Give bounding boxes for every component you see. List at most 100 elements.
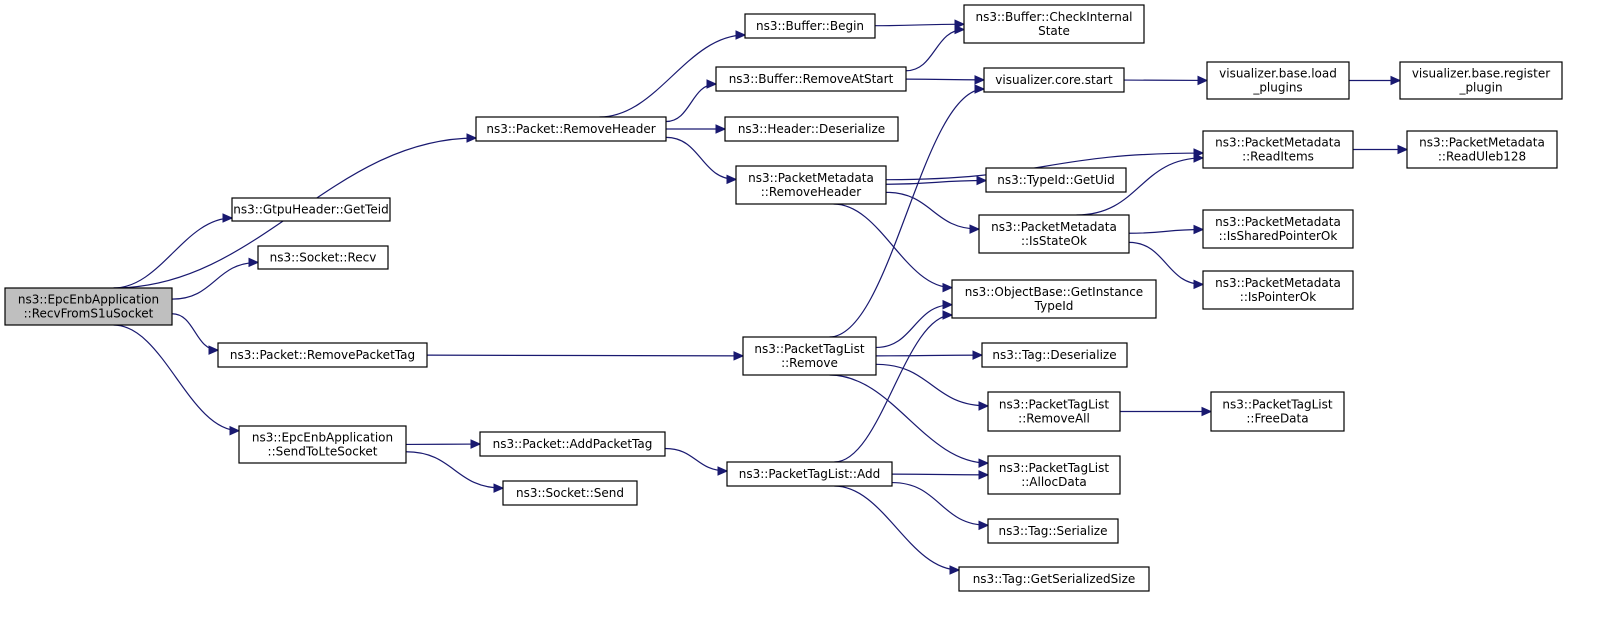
function-box: [475, 116, 667, 142]
function-label: ns3::PacketMetadata: [991, 220, 1117, 234]
function-box: [502, 480, 638, 506]
function-box: [1210, 391, 1345, 432]
call-edge-root-to-sendtolte: [113, 324, 241, 436]
function-node-vizstart[interactable]: visualizer.core.start: [983, 67, 1125, 93]
function-node-recv[interactable]: ns3::Socket::Recv: [257, 245, 389, 270]
function-node-removepackettag[interactable]: ns3::Packet::RemovePacketTag: [217, 342, 428, 368]
function-node-pmreaditems[interactable]: ns3::PacketMetadata::ReadItems: [1202, 130, 1354, 169]
function-label: ns3::Socket::Send: [516, 486, 624, 500]
function-node-pmshared[interactable]: ns3::PacketMetadata::IsSharedPointerOk: [1202, 209, 1354, 249]
function-node-pmstateok[interactable]: ns3::PacketMetadata::IsStateOk: [978, 214, 1130, 254]
function-label: visualizer.base.load: [1219, 67, 1337, 81]
call-edge-ptladd-to-getinst: [834, 310, 954, 463]
function-node-pmuleb[interactable]: ns3::PacketMetadata::ReadUleb128: [1406, 130, 1558, 169]
function-label: ns3::Header::Deserialize: [738, 122, 885, 136]
function-label: ns3::PacketMetadata: [1419, 136, 1545, 150]
call-edge-sendtolte-to-addpackettag: [405, 439, 482, 449]
function-box: [479, 431, 666, 457]
function-label: ns3::Tag::Deserialize: [992, 348, 1116, 362]
function-label: ::RemoveAll: [1018, 412, 1090, 426]
function-box: [963, 4, 1145, 44]
function-label: _plugins: [1252, 81, 1302, 95]
function-box: [724, 116, 899, 142]
function-box: [217, 342, 428, 368]
function-box: [958, 566, 1150, 592]
function-node-addpackettag[interactable]: ns3::Packet::AddPacketTag: [479, 431, 666, 457]
function-label: ns3::PacketMetadata: [1215, 136, 1341, 150]
call-edge-ptlremove-to-tagdeser: [875, 350, 984, 360]
function-node-getuid[interactable]: ns3::TypeId::GetUid: [985, 167, 1127, 193]
call-edge-removepackettag-to-ptlremove: [426, 351, 745, 361]
function-box: [1202, 130, 1354, 169]
call-edge-bufremove-to-bufcheck: [905, 24, 966, 72]
function-node-ptlremove[interactable]: ns3::PacketTagList::Remove: [742, 336, 877, 376]
function-label: ns3::EpcEnbApplication: [252, 431, 393, 445]
function-label: ns3::Packet::AddPacketTag: [493, 437, 653, 451]
function-box: [4, 287, 173, 326]
function-label: ns3::Buffer::RemoveAtStart: [729, 72, 894, 86]
call-edge-ptlremoveall-to-ptlfree: [1119, 406, 1213, 417]
call-edge-root-to-removepackettag: [171, 313, 220, 355]
function-node-tagser[interactable]: ns3::Tag::Serialize: [987, 518, 1119, 544]
call-edge-removeheader-to-bufbegin: [599, 30, 747, 118]
call-edge-sendtolte-to-socksend: [405, 451, 505, 493]
call-edge-removeheader-to-hdrdeser: [665, 124, 727, 134]
call-edge-pmstateok-to-pmpointer: [1128, 241, 1205, 290]
function-node-socksend[interactable]: ns3::Socket::Send: [502, 480, 638, 506]
function-node-root[interactable]: ns3::EpcEnbApplication::RecvFromS1uSocke…: [4, 287, 173, 326]
function-node-bufbegin[interactable]: ns3::Buffer::Begin: [744, 13, 876, 39]
call-edge-ptlremove-to-vizstart: [829, 84, 986, 338]
function-label: ::IsPointerOk: [1240, 290, 1316, 304]
function-node-tagdeser[interactable]: ns3::Tag::Deserialize: [981, 342, 1128, 368]
function-box: [238, 425, 407, 464]
function-label: ::FreeData: [1246, 412, 1308, 426]
call-edge-pmstateok-to-pmreaditems: [1076, 153, 1205, 216]
function-box: [231, 197, 391, 222]
function-box: [744, 13, 876, 39]
function-label: ns3::Tag::Serialize: [999, 524, 1108, 538]
call-edge-bufbegin-to-bufcheck: [874, 19, 966, 29]
function-box: [951, 279, 1157, 319]
function-node-hdrdeser[interactable]: ns3::Header::Deserialize: [724, 116, 899, 142]
function-node-ptladd[interactable]: ns3::PacketTagList::Add: [726, 461, 893, 487]
function-node-ptlalloc[interactable]: ns3::PacketTagList::AllocData: [987, 455, 1121, 495]
function-box: [715, 66, 907, 92]
function-box: [983, 67, 1125, 93]
function-box: [726, 461, 893, 487]
function-label: ns3::Socket::Recv: [270, 251, 377, 265]
function-label: ns3::PacketTagList: [999, 461, 1109, 475]
function-box: [978, 214, 1130, 254]
function-box: [985, 167, 1127, 193]
function-node-pmremovehdr[interactable]: ns3::PacketMetadata::RemoveHeader: [735, 165, 887, 205]
function-label: ns3::PacketTagList: [1222, 398, 1332, 412]
function-node-removeheader[interactable]: ns3::Packet::RemoveHeader: [475, 116, 667, 142]
function-node-ptlfree[interactable]: ns3::PacketTagList::FreeData: [1210, 391, 1345, 432]
function-node-vizreg[interactable]: visualizer.base.register_plugin: [1399, 61, 1563, 100]
call-edge-vizload-to-vizreg: [1349, 75, 1402, 86]
function-label: ns3::PacketMetadata: [1215, 215, 1341, 229]
function-node-pmpointer[interactable]: ns3::PacketMetadata::IsPointerOk: [1202, 270, 1354, 310]
call-nodes: ns3::EpcEnbApplication::RecvFromS1uSocke…: [4, 4, 1563, 592]
function-label: ns3::EpcEnbApplication: [18, 293, 159, 307]
function-label: ::RecvFromS1uSocket: [24, 307, 154, 321]
call-edge-addpackettag-to-ptladd: [664, 447, 729, 476]
function-box: [987, 391, 1121, 432]
function-label: ns3::TypeId::GetUid: [997, 173, 1115, 187]
function-node-vizload[interactable]: visualizer.base.load_plugins: [1206, 61, 1350, 100]
function-node-taggetsize[interactable]: ns3::Tag::GetSerializedSize: [958, 566, 1150, 592]
function-node-bufremove[interactable]: ns3::Buffer::RemoveAtStart: [715, 66, 907, 92]
function-box: [1206, 61, 1350, 100]
function-label: visualizer.base.register: [1412, 67, 1550, 81]
call-edge-vizstart-to-vizload: [1123, 75, 1209, 86]
function-label: ::Remove: [781, 356, 838, 370]
function-node-ptlremoveall[interactable]: ns3::PacketTagList::RemoveAll: [987, 391, 1121, 432]
function-label: ::IsSharedPointerOk: [1219, 229, 1338, 243]
call-edge-ptladd-to-ptlalloc: [891, 470, 990, 480]
function-label: TypeId: [1034, 299, 1074, 313]
function-label: ns3::Buffer::CheckInternal: [975, 10, 1132, 24]
function-node-getteid[interactable]: ns3::GtpuHeader::GetTeid: [231, 197, 391, 222]
function-label: ns3::PacketTagList: [754, 342, 864, 356]
function-node-sendtolte[interactable]: ns3::EpcEnbApplication::SendToLteSocket: [238, 425, 407, 464]
